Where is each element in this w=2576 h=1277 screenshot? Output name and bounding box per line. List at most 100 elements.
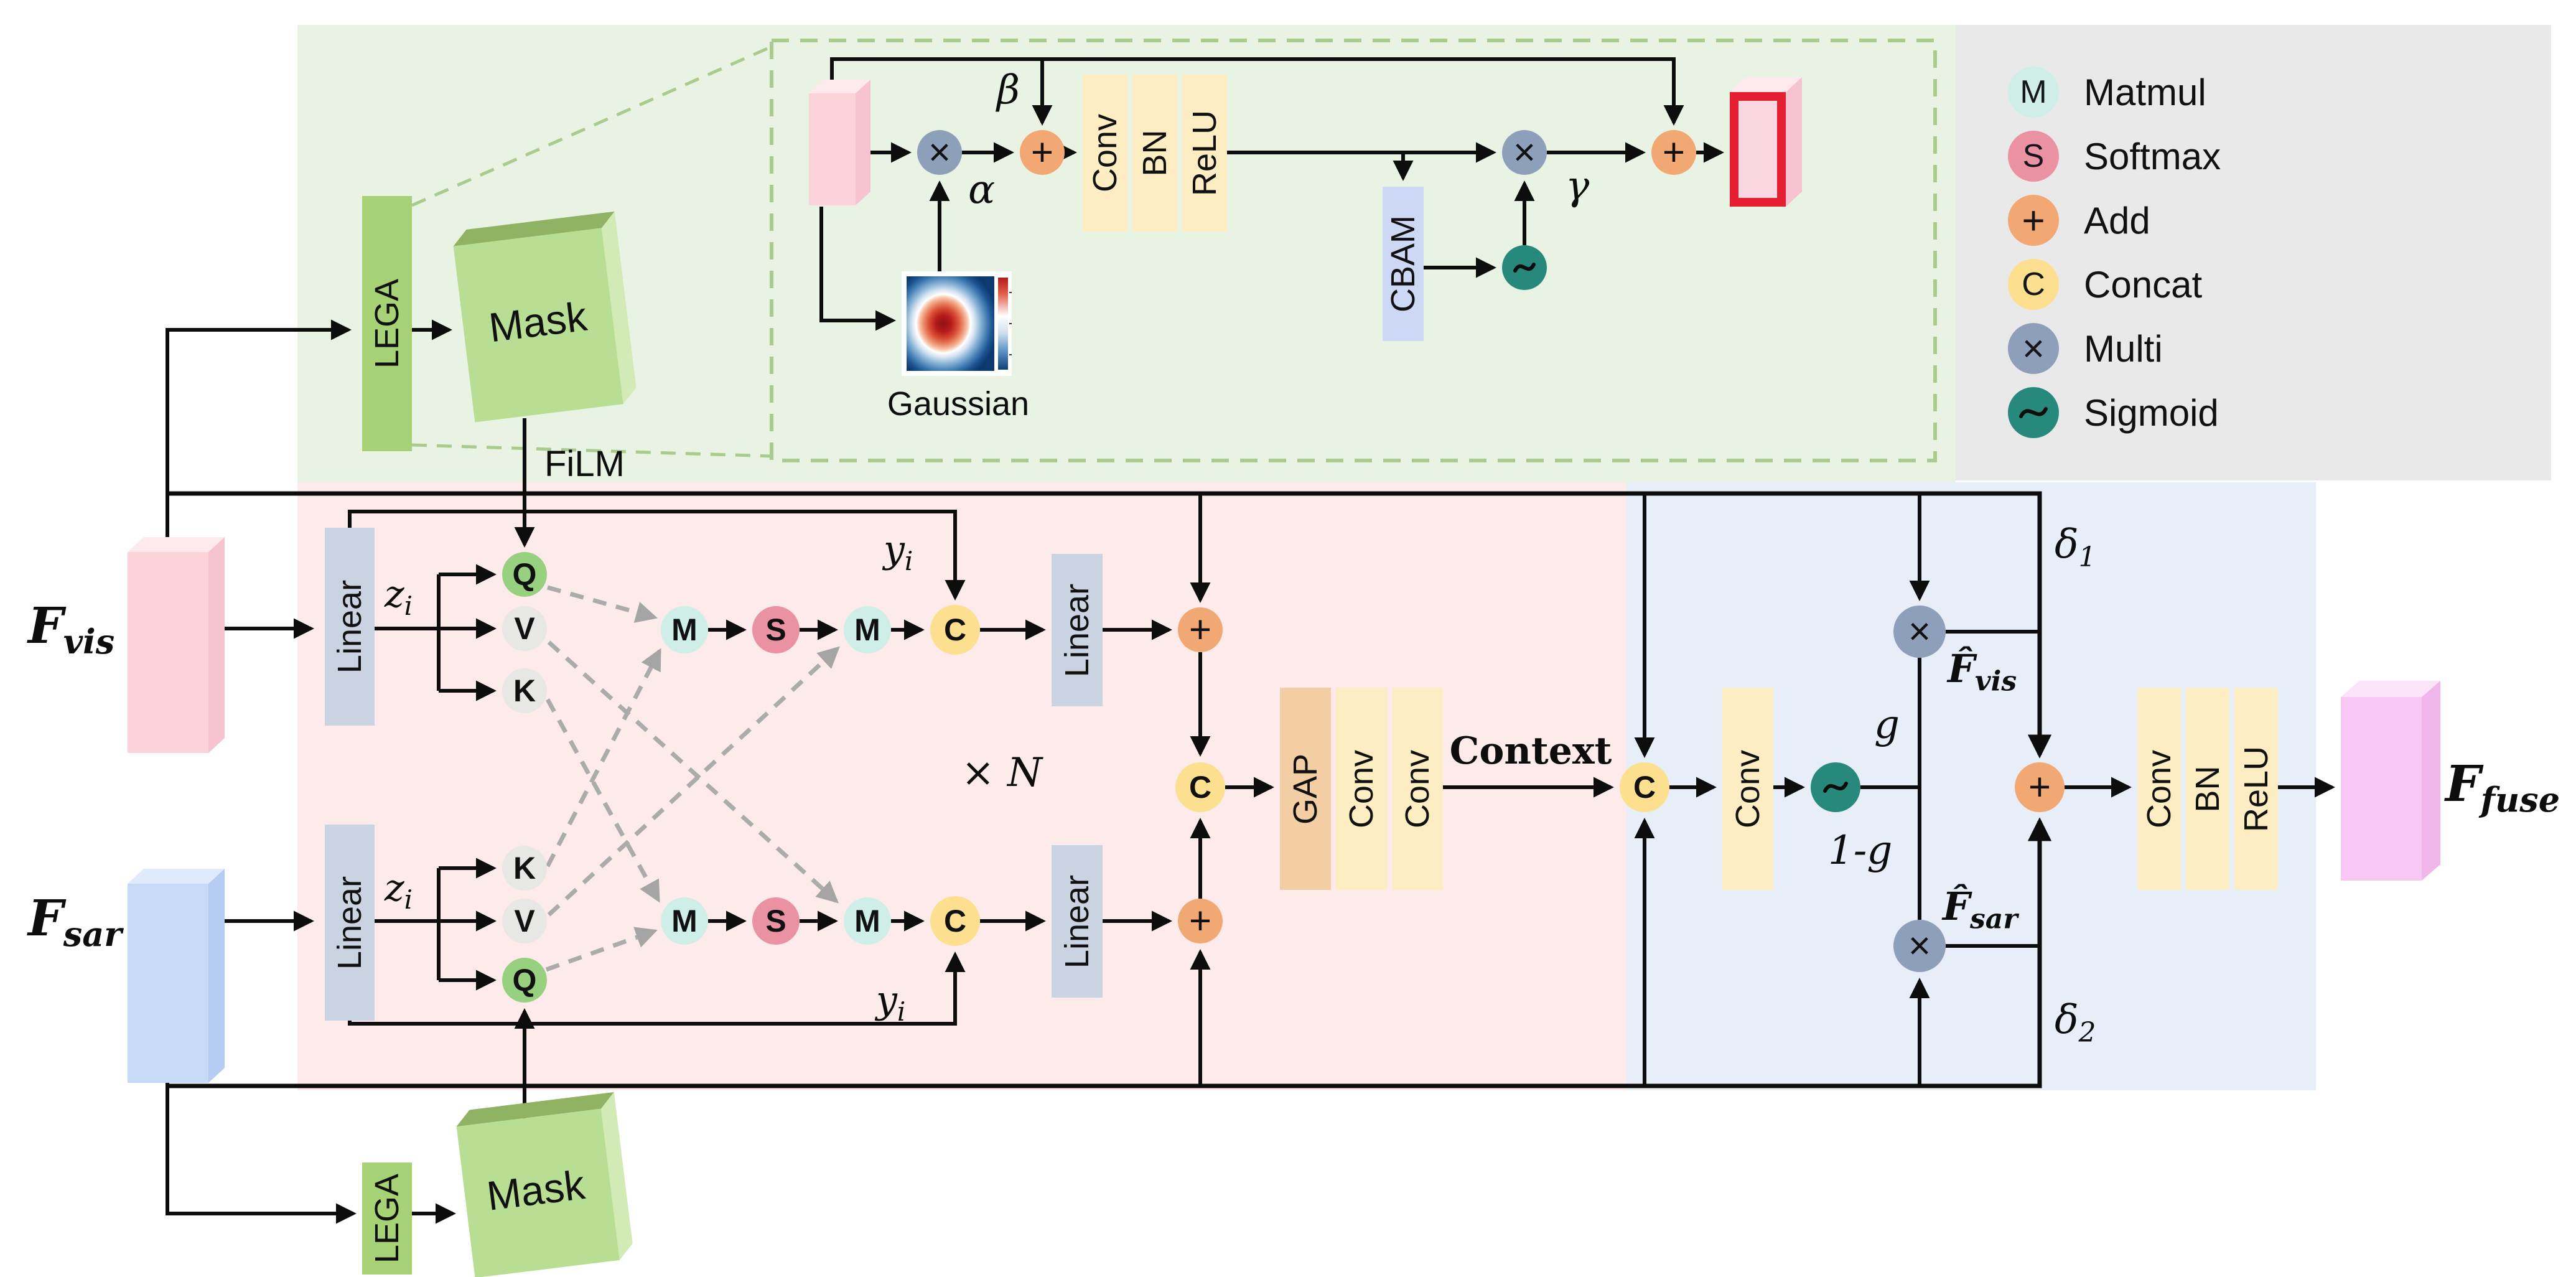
fvis-slab bbox=[128, 537, 225, 753]
sigmoid-curve-glyph bbox=[2019, 407, 2048, 418]
ffuse-slab bbox=[2341, 681, 2440, 881]
yi-bottom-label: yi bbox=[876, 978, 906, 1027]
blocks: LEGA LEGA Linear Linear Linear Linear GA… bbox=[325, 75, 2278, 1275]
delta2-label: δ2 bbox=[2055, 997, 2096, 1049]
fvis-label: Fvis bbox=[28, 596, 115, 662]
q-vis-node: Q bbox=[513, 557, 537, 592]
add-top-node: + bbox=[1189, 609, 1211, 652]
concat-mid-node: C bbox=[1189, 770, 1211, 805]
delta1-label: δ1 bbox=[2055, 522, 2096, 573]
one-minus-g-label: 1-g bbox=[1828, 828, 1893, 874]
softmax-bottom-node: S bbox=[765, 904, 786, 938]
context-label: Context bbox=[1449, 729, 1612, 773]
conv-b-label: Conv bbox=[1399, 750, 1436, 828]
lega-bottom-label: LEGA bbox=[368, 1174, 406, 1263]
matmul2-bottom-node: M bbox=[854, 904, 880, 938]
sigmoid-gate-node bbox=[1823, 782, 1848, 793]
linear1-top-label: Linear bbox=[331, 580, 368, 673]
linear1-bottom-label: Linear bbox=[331, 876, 368, 970]
q-sar-node: Q bbox=[513, 963, 537, 998]
linear2-bottom-label: Linear bbox=[1058, 875, 1096, 968]
detail-bn-label: BN bbox=[1136, 129, 1174, 176]
zi-bottom-label: zi bbox=[385, 866, 413, 915]
conv-a-label: Conv bbox=[1343, 750, 1380, 828]
gaussian-label: Gaussian bbox=[887, 385, 1030, 423]
softmax-legend-icon: S bbox=[2008, 131, 2059, 182]
detail-input-slab bbox=[809, 80, 870, 205]
legend-label-matmul: Matmul bbox=[2084, 71, 2206, 113]
zoom-guide-line-bottom bbox=[411, 443, 772, 458]
gaussian-heatmap bbox=[907, 276, 994, 371]
v-sar-node: V bbox=[514, 904, 535, 938]
fuse-conv-label: Conv bbox=[2140, 750, 2178, 828]
yi-top-label: yi bbox=[884, 528, 913, 576]
legend-label-add: Add bbox=[2084, 199, 2150, 241]
legend-item-add: + Add bbox=[2008, 195, 2150, 246]
zoom-guide-line-top bbox=[411, 45, 773, 207]
concat-top-node: C bbox=[944, 612, 966, 647]
multi-sar-node: × bbox=[1908, 925, 1931, 968]
ffuse-label: Ffuse bbox=[2445, 754, 2560, 820]
detail-multi-gauss-node: × bbox=[928, 131, 951, 174]
detail-multi-gamma-node: × bbox=[1513, 131, 1536, 174]
sigmoid-legend-icon bbox=[2008, 387, 2059, 438]
gap-label: GAP bbox=[1287, 754, 1324, 825]
gaussian-colorbar bbox=[998, 278, 1008, 370]
zi-top-label: zi bbox=[385, 573, 413, 621]
fsar-label: Fsar bbox=[28, 889, 122, 954]
fuse-relu-label: ReLU bbox=[2238, 746, 2275, 832]
softmax-top-node: S bbox=[765, 612, 786, 647]
xn-label: × N bbox=[961, 750, 1042, 796]
legend-item-matmul: M Matmul bbox=[2008, 67, 2206, 118]
linear2-top-label: Linear bbox=[1058, 584, 1096, 677]
k-sar-node: K bbox=[513, 851, 536, 886]
matmul1-bottom-node: M bbox=[671, 904, 698, 938]
gaussian-map bbox=[902, 271, 1012, 376]
beta-label: β bbox=[997, 67, 1020, 113]
detail-conv-label: Conv bbox=[1086, 114, 1124, 192]
legend-label-sigmoid: Sigmoid bbox=[2084, 391, 2219, 434]
add-bottom-node: + bbox=[1189, 900, 1211, 943]
add-fuse-node: + bbox=[2028, 766, 2051, 809]
film-label: FiLM bbox=[544, 444, 625, 484]
lega-top-label: LEGA bbox=[368, 279, 406, 368]
mask-bottom-slab: Mask bbox=[456, 1092, 633, 1277]
detail-output-red-slab bbox=[1730, 77, 1802, 207]
matmul2-top-node: M bbox=[854, 612, 880, 647]
gate-conv-label: Conv bbox=[1729, 750, 1766, 828]
v-vis-node: V bbox=[514, 611, 535, 646]
cross-attention-dashed-arrows bbox=[545, 585, 840, 972]
concat-context-node: C bbox=[1633, 770, 1656, 805]
detail-sigmoid-node bbox=[1513, 263, 1536, 273]
detail-add-out-node: + bbox=[1663, 131, 1685, 174]
concat-legend-icon: C bbox=[2008, 259, 2059, 310]
multi-vis-node: × bbox=[1908, 610, 1931, 653]
gamma-label: γ bbox=[1566, 163, 1590, 209]
fvis-hat-label: F̂vis bbox=[1948, 646, 2017, 698]
k-vis-node: K bbox=[513, 673, 536, 708]
matmul-legend-icon: M bbox=[2008, 67, 2059, 118]
node-circles: Q V K K V Q M S M C + M bbox=[502, 130, 2065, 1003]
legend-label-softmax: Softmax bbox=[2084, 135, 2221, 177]
legend-item-softmax: S Softmax bbox=[2008, 131, 2221, 182]
detail-add-beta-node: + bbox=[1031, 131, 1053, 174]
cbam-label: CBAM bbox=[1384, 215, 1422, 312]
matmul1-top-node: M bbox=[671, 612, 698, 647]
legend-label-multi: Multi bbox=[2084, 327, 2163, 370]
detail-relu-label: ReLU bbox=[1186, 110, 1223, 196]
legend-item-multi: × Multi bbox=[2008, 323, 2163, 374]
legend-label-concat: Concat bbox=[2084, 263, 2203, 306]
legend-item-sigmoid: Sigmoid bbox=[2008, 387, 2219, 438]
alpha-label: α bbox=[968, 167, 996, 213]
solid-wires bbox=[166, 57, 2335, 1224]
legend-item-concat: C Concat bbox=[2008, 259, 2202, 310]
g-label: g bbox=[1874, 702, 1900, 748]
fsar-slab bbox=[128, 869, 225, 1083]
fuse-bn-label: BN bbox=[2189, 765, 2226, 812]
concat-bottom-node: C bbox=[944, 904, 966, 938]
lega-detail-dashed-box bbox=[770, 39, 1937, 462]
multi-legend-icon: × bbox=[2008, 323, 2059, 374]
fsar-hat-label: F̂sar bbox=[1943, 884, 2018, 935]
